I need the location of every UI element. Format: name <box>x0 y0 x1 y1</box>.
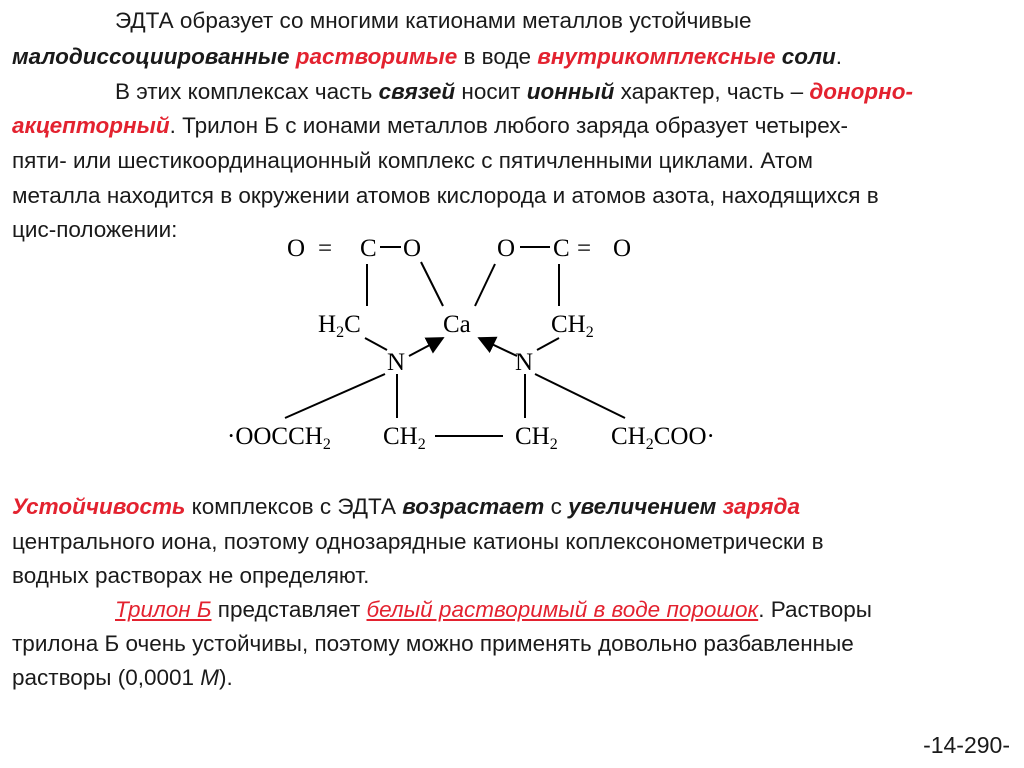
arrow-n-ca-right <box>477 336 518 357</box>
para3-line3: водных растворах не определяют. <box>12 563 370 588</box>
para3-line1: Устойчивость комплексов с ЭДТА возрастае… <box>12 494 800 519</box>
atom-n-right: N <box>515 349 533 376</box>
bond-n-coo-right <box>534 373 626 419</box>
term-vozrastaet: возрастает <box>402 494 545 519</box>
term-akceptornyy: акцепторный <box>12 113 170 138</box>
atom-c-right: C <box>553 235 570 262</box>
atom-ch2-mid-right: CH2 <box>515 423 558 453</box>
atom-ca: Ca <box>443 311 471 338</box>
atom-o-right2: O <box>497 235 515 262</box>
atom-h2c-left: H2C <box>318 311 361 341</box>
para3-line2: центрального иона, поэтому однозарядные … <box>12 529 824 554</box>
group-ch2-coo-right: CH2COO· <box>611 423 715 453</box>
para2-line2: акцепторный. Трилон Б с ионами металлов … <box>12 113 848 138</box>
para4-line2: трилона Б очень устойчивы, поэтому можно… <box>12 631 854 656</box>
double-bond-right: = <box>577 235 591 262</box>
para2-line1: В этих комплексах часть связей носит ион… <box>115 79 913 104</box>
atom-o-right: O <box>613 235 631 262</box>
atom-ch2-right: CH2 <box>551 311 594 341</box>
group-ooc-ch2-left: ·OOCCH2 <box>227 423 331 453</box>
page-number: -14-290- <box>923 732 1010 758</box>
term-ionnyy: ионный <box>526 79 615 104</box>
term-svyazey: связей <box>378 79 456 104</box>
bond-o-ca-left <box>420 261 444 307</box>
atom-o-left2: O <box>403 235 421 262</box>
para1-line1: ЭДТА образует со многими катионами метал… <box>115 8 752 33</box>
term-zaryada: заряда <box>722 494 800 519</box>
atom-ch2-mid-left: CH2 <box>383 423 426 453</box>
term-donorno: донорно- <box>809 79 913 104</box>
bond-ch2-n-left <box>364 337 388 351</box>
arrow-n-ca-left <box>408 337 445 357</box>
para2-line4: металла находится в окружении атомов кис… <box>12 183 879 208</box>
bond-ch2-n-right <box>536 337 560 351</box>
para2-line5: цис-положении: <box>12 217 178 242</box>
term-belyy-poroshok: белый растворимый в воде порошок <box>366 597 759 622</box>
atom-n-left: N <box>387 349 405 376</box>
para4-line3: растворы (0,0001 М). <box>12 665 233 690</box>
double-bond-left: = <box>318 235 332 262</box>
term-vnutrikompleksnye: внутрикомплексные <box>537 44 776 69</box>
para1-line2: малодиссоциированные растворимые в воде … <box>12 44 843 69</box>
atom-c-left: C <box>360 235 377 262</box>
term-malodissociirovannye: малодиссоциированные <box>12 44 290 69</box>
term-ustoychivost: Устойчивость <box>12 494 186 519</box>
para4-line1: Трилон Б представляет белый растворимый … <box>115 597 872 622</box>
para2-line3: пяти- или шестикоординационный комплекс … <box>12 148 813 173</box>
term-uvelicheniem: увеличением <box>568 494 717 519</box>
bond-n-ooc-left <box>284 373 386 419</box>
atom-o-left: O <box>287 235 305 262</box>
bond-o-ca-right <box>474 263 496 307</box>
term-soli: соли <box>781 44 836 69</box>
term-trilon-b: Трилон Б <box>115 597 212 622</box>
ca-edta-complex-diagram: O = C O O C = O H2C Ca CH2 N N ·OOCCH2 C… <box>227 235 715 453</box>
term-rastvorimye: растворимые <box>295 44 458 69</box>
